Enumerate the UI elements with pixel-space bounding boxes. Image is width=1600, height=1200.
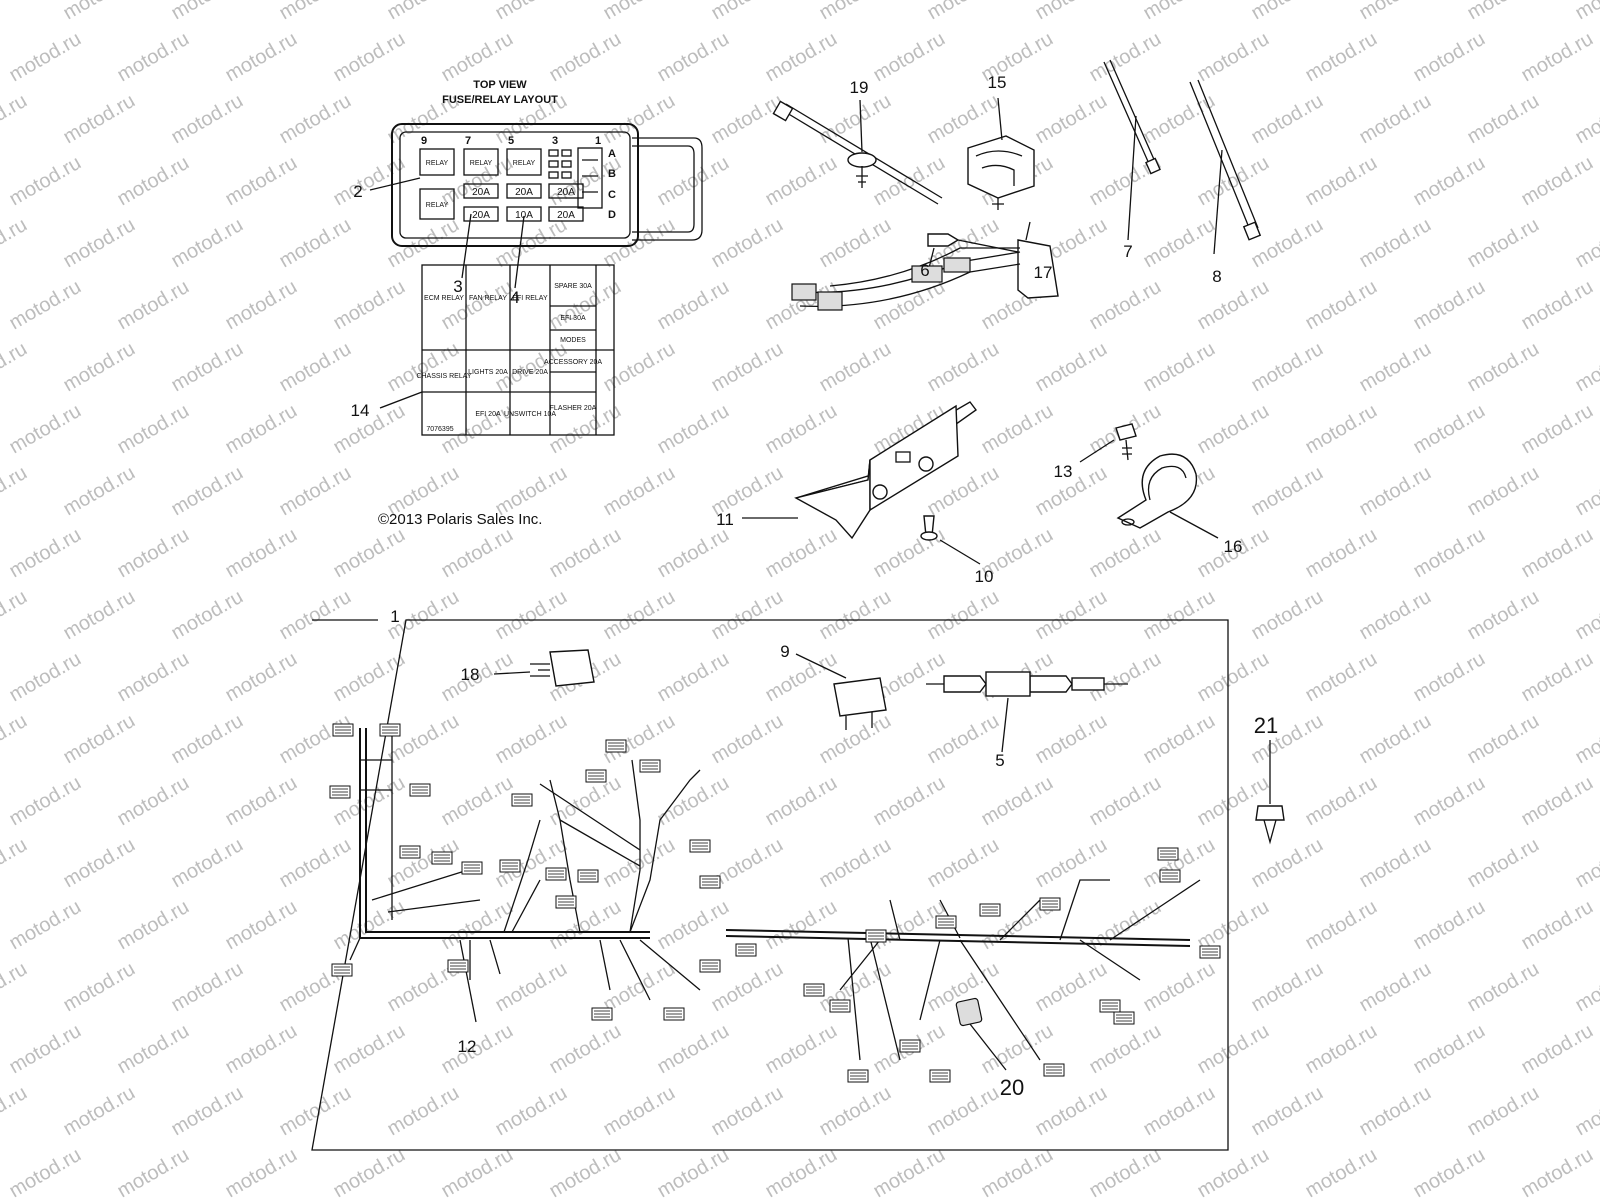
column-number: 3 bbox=[552, 135, 558, 147]
label-chassis-relay: CHASSIS RELAY bbox=[416, 373, 471, 380]
label-efi: EFI 30A bbox=[560, 315, 586, 322]
callout-17: 17 bbox=[1034, 263, 1053, 282]
fuse-rating: 20A bbox=[557, 210, 575, 221]
callout-20: 20 bbox=[1000, 1075, 1024, 1100]
row-letter: C bbox=[608, 189, 616, 201]
fuse-box-title-line1: TOP VIEW bbox=[473, 79, 527, 91]
callout-3: 3 bbox=[453, 277, 462, 296]
callout-5: 5 bbox=[995, 751, 1004, 770]
relay-label: RELAY bbox=[470, 160, 493, 167]
fuse-rating: 20A bbox=[472, 210, 490, 221]
row-letter: A bbox=[608, 148, 616, 160]
callout-2: 2 bbox=[353, 182, 362, 201]
fuse-rating: 20A bbox=[515, 187, 533, 198]
callout-1: 1 bbox=[390, 607, 399, 626]
label-accessory: ACCESSORY 20A bbox=[544, 359, 602, 366]
callout-numbers: 1 2 3 4 5 6 7 8 9 10 11 12 13 14 15 16 1… bbox=[351, 73, 1279, 1100]
callout-8: 8 bbox=[1212, 267, 1221, 286]
column-number: 5 bbox=[508, 135, 514, 147]
callout-18: 18 bbox=[461, 665, 480, 684]
cable-tie-7 bbox=[1103, 59, 1161, 241]
fuse-rating: 10A bbox=[515, 210, 533, 221]
row-letter: B bbox=[608, 168, 616, 180]
label-efi-20a: EFI 20A bbox=[475, 411, 501, 418]
callout-7: 7 bbox=[1123, 242, 1132, 261]
callout-10: 10 bbox=[975, 567, 994, 586]
relay-slot bbox=[419, 188, 455, 220]
fuse-rating: 20A bbox=[557, 187, 575, 198]
relay-slot bbox=[419, 148, 455, 176]
callout-16: 16 bbox=[1224, 537, 1243, 556]
relay-component bbox=[493, 649, 595, 687]
sensor-connector-assembly bbox=[791, 221, 1059, 311]
fuse-slot bbox=[463, 206, 499, 222]
push-rivet bbox=[920, 515, 981, 565]
callout-14: 14 bbox=[351, 401, 370, 420]
label-drive: DRIVE 20A bbox=[512, 369, 548, 376]
fuse-slot bbox=[548, 183, 584, 199]
copyright-notice: ©2013 Polaris Sales Inc. bbox=[378, 511, 542, 528]
fuse-box-outline bbox=[391, 123, 639, 247]
label-spare: SPARE 30A bbox=[554, 283, 592, 290]
callout-13: 13 bbox=[1054, 462, 1073, 481]
cable-tie-8 bbox=[1189, 79, 1262, 255]
label-unswitch: UNSWITCH 10A bbox=[504, 411, 556, 418]
label-fan-relay: FAN RELAY bbox=[469, 295, 507, 302]
callout-9: 9 bbox=[780, 642, 789, 661]
row-letter: D bbox=[608, 209, 616, 221]
column-number: 1 bbox=[595, 135, 601, 147]
screw bbox=[1079, 423, 1137, 463]
label-modes: MODES bbox=[560, 337, 586, 344]
callout-21: 21 bbox=[1254, 713, 1278, 738]
fuse-slot bbox=[548, 206, 584, 222]
callout-12: 12 bbox=[458, 1037, 477, 1056]
relay-slot bbox=[463, 148, 499, 176]
screw-21 bbox=[1255, 740, 1285, 845]
relay-label: RELAY bbox=[513, 160, 536, 167]
callout-4: 4 bbox=[510, 288, 519, 307]
relay-label: RELAY bbox=[426, 160, 449, 167]
callout-6: 6 bbox=[920, 261, 929, 280]
mounting-bracket bbox=[742, 401, 977, 540]
label-flasher: FLASHER 20A bbox=[550, 405, 597, 412]
callout-15: 15 bbox=[988, 73, 1007, 92]
fuse-slot bbox=[463, 183, 499, 199]
cushion-clamp bbox=[1116, 453, 1219, 539]
label-efi-relay: EFI RELAY bbox=[512, 295, 548, 302]
label-lights: LIGHTS 20A bbox=[468, 369, 508, 376]
fuse-box-title-line2: FUSE/RELAY LAYOUT bbox=[442, 94, 558, 106]
column-number: 7 bbox=[465, 135, 471, 147]
relay-slot bbox=[506, 148, 542, 176]
push-mount-cable-tie bbox=[772, 99, 943, 205]
inline-connector-harness bbox=[926, 671, 1128, 753]
main-wiring-harness bbox=[349, 728, 1201, 1071]
harness-label-tags bbox=[329, 723, 1221, 1083]
callout-11: 11 bbox=[716, 510, 734, 529]
label-part-number: 7076395 bbox=[426, 426, 453, 433]
fuse-box-top-view: TOP VIEW FUSE/RELAY LAYOUT 9 7 5 3 1 REL… bbox=[369, 79, 703, 289]
circuit-breaker bbox=[795, 653, 887, 730]
fuse-rating: 20A bbox=[472, 187, 490, 198]
callout-19: 19 bbox=[850, 78, 869, 97]
label-ecm-relay: ECM RELAY bbox=[424, 295, 464, 302]
relay-label: RELAY bbox=[426, 202, 449, 209]
wire-clip bbox=[967, 97, 1035, 210]
fuse-slot bbox=[506, 183, 542, 199]
harness-frame bbox=[311, 619, 1229, 1151]
column-number: 9 bbox=[421, 135, 427, 147]
fuse-label-sticker: ECM RELAY FAN RELAY EFI RELAY SPARE 30A … bbox=[379, 264, 615, 436]
